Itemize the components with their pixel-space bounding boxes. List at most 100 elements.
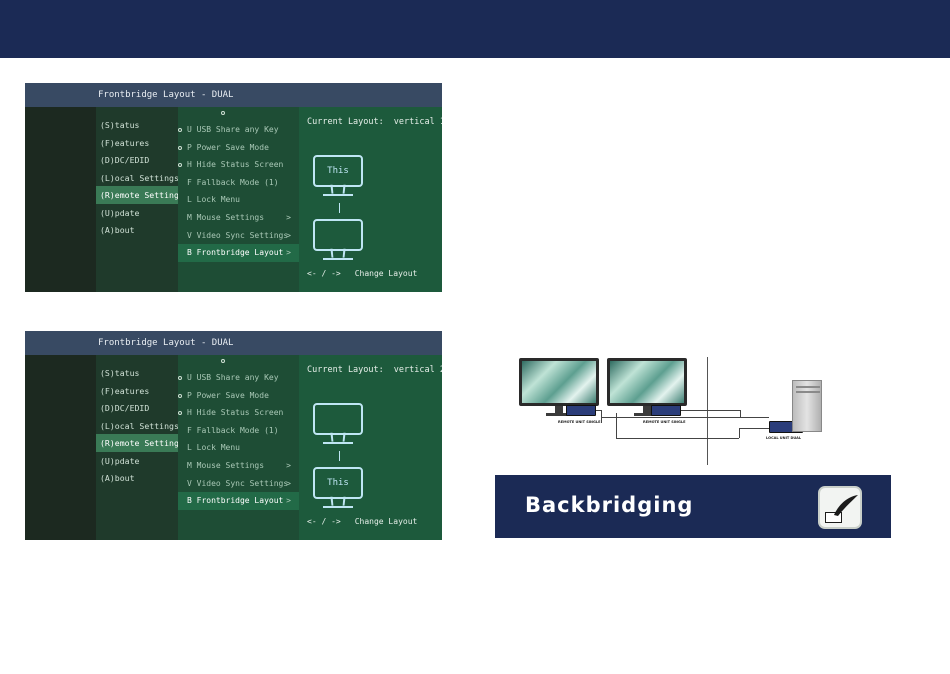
current-layout-label: Current Layout: [307,117,384,127]
submenu-item[interactable]: H Hide Status Screen [178,156,299,174]
submenu-item-label: M Mouse Settings [187,461,265,470]
monitor-link [339,203,340,213]
monitor-base [323,194,353,196]
main-menu-item[interactable]: (F)eatures [100,137,150,148]
monitor-bottom-icon[interactable] [313,219,365,263]
main-menu-item[interactable]: (D)DC/EDID [100,403,150,413]
backbridging-banner: Backbridging [495,475,891,538]
main-menu: (S)tatus (F)eatures (D)DC/EDID (L)ocal Sett… [96,107,184,292]
monitor-top-icon[interactable] [313,403,365,447]
main-menu-item[interactable]: (D)DC/EDID [100,155,150,165]
osd-title: Frontbridge Layout - DUAL [25,83,442,107]
display-stand [643,406,651,414]
submenu-item[interactable]: M Mouse Settings> [178,457,299,475]
submenu-item[interactable]: V Video Sync Settings> [178,475,299,493]
display-foot [546,413,572,416]
submenu-item[interactable]: H Hide Status Screen [178,404,299,422]
chevron-right-icon: > [286,478,291,488]
remote-unit-2 [651,405,681,416]
main-menu-item[interactable]: (S)tatus [100,120,140,130]
indicator-dot-icon [221,111,225,115]
chevron-right-icon: > [286,248,291,258]
cable [616,438,739,439]
display-foot [634,413,660,416]
submenu-item[interactable]: U USB Share any Key [178,369,299,387]
main-menu-item[interactable]: (S)tatus [100,368,140,378]
main-menu-item[interactable]: (U)pdate [100,207,140,218]
monitor-base [323,442,353,444]
monitor-neck [330,248,346,258]
current-layout: Current Layout: vertical 2 2 [307,365,442,375]
submenu-item-label: P Power Save Mode [187,390,269,400]
submenu: U USB Share any Key P Power Save Mode H Hi… [178,107,299,292]
monitor-screen: This [313,155,363,187]
monitor-neck [330,432,346,442]
monitor-bottom-icon[interactable]: This [313,467,365,511]
indicator-dot-icon [178,163,182,168]
main-menu: (S)tatus (F)eatures (D)DC/EDID (L)ocal Sett… [96,355,184,540]
submenu-item[interactable]: P Power Save Mode [178,139,299,157]
monitor-top-icon[interactable]: This [313,155,365,199]
remote-unit-2-label: REMOTE UNIT SINGLE [643,420,686,424]
main-menu-item[interactable]: (F)eatures [100,385,150,396]
submenu-item[interactable]: F Fallback Mode (1) [178,422,299,440]
cable [616,413,617,438]
main-menu-item[interactable]: (L)ocal Settings [100,172,179,183]
indicator-dot-icon [178,128,182,132]
display-stand [555,406,563,414]
submenu-item-label: U USB Share any Key [187,373,279,382]
submenu-item-label: F Fallback Mode (1) [187,177,279,187]
backbridging-diagram: REMOTE UNIT SINGLE REMOTE UNIT SINGLE LO… [510,355,840,467]
main-menu-item[interactable]: (L)ocal Settings [100,420,179,431]
chevron-right-icon: > [286,230,291,240]
chevron-right-icon: > [286,213,291,222]
submenu-item-label: P Power Save Mode [187,142,269,152]
indicator-dot-icon [221,359,225,363]
submenu-item[interactable]: B Frontbridge Layout> [178,492,299,511]
monitor-neck [330,496,346,506]
submenu-item-label: U USB Share any Key [187,125,279,134]
nav-action: Change Layout [354,517,418,526]
submenu-item[interactable]: U USB Share any Key [178,121,299,139]
submenu: U USB Share any Key P Power Save Mode H Hi… [178,355,299,540]
current-layout-value: vertical 2 2 [393,365,442,375]
submenu-item[interactable]: P Power Save Mode [178,387,299,405]
pen-stroke [834,495,858,516]
submenu-item[interactable]: M Mouse Settings> [178,209,299,227]
monitor-screen: This [313,467,363,499]
submenu-item[interactable]: B Frontbridge Layout> [178,244,299,263]
nav-keys: <- / -> [307,269,341,278]
main-menu-item[interactable]: (R)emote Settings [96,434,184,452]
submenu-item-label: H Hide Status Screen [187,160,284,170]
drive-slot [796,391,820,393]
submenu-item[interactable]: V Video Sync Settings> [178,227,299,245]
divider-line [707,357,708,465]
monitor-base [323,258,353,260]
banner-title: Backbridging [525,493,694,517]
main-menu-item[interactable]: (A)bout [100,473,135,483]
submenu-item-label: B Frontbridge Layout [187,496,284,506]
current-layout-label: Current Layout: [307,365,384,375]
current-layout: Current Layout: vertical 1 2 [307,117,442,127]
nav-keys: <- / -> [307,517,341,526]
current-layout-value: vertical 1 2 [393,117,442,127]
submenu-item[interactable]: F Fallback Mode (1) [178,174,299,192]
main-menu-item[interactable]: (A)bout [100,225,135,235]
indicator-dot-icon [178,376,182,380]
submenu-item[interactable]: L Lock Menu [178,191,299,209]
osd-frontbridge-layout-1: Frontbridge Layout - DUAL (S)tatus (F)eatu… [25,83,442,292]
remote-display-2 [607,358,687,406]
osd-left-column [25,107,96,292]
chevron-right-icon: > [286,496,291,506]
computer-tower [792,380,822,432]
remote-unit-1-label: REMOTE UNIT SINGLE [558,420,601,424]
local-unit-label: LOCAL UNIT DUAL [766,436,802,440]
main-menu-item[interactable]: (U)pdate [100,455,140,466]
header-bar [0,0,950,58]
main-menu-item[interactable]: (R)emote Settings [96,186,184,204]
submenu-item-label: F Fallback Mode (1) [187,425,279,435]
submenu-item[interactable]: L Lock Menu [178,439,299,457]
monitor-screen [313,403,363,435]
cable [602,417,769,418]
drive-slot [796,386,820,388]
